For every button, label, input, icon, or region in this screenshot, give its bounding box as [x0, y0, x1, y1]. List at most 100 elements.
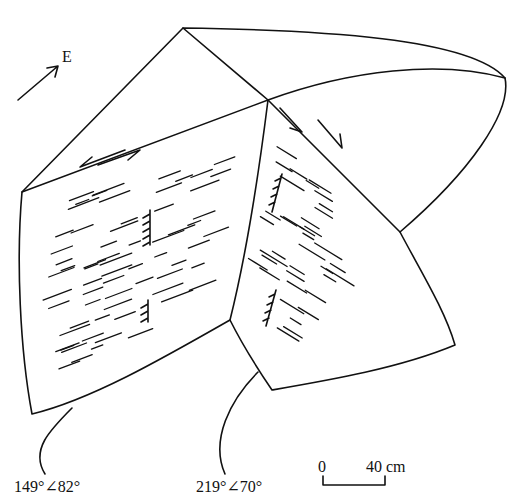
striation [266, 211, 280, 220]
striation [61, 345, 74, 350]
striation [276, 162, 292, 172]
striation [95, 315, 109, 320]
striation [92, 345, 103, 349]
striation [84, 278, 102, 285]
step-mark [141, 300, 148, 322]
striation [260, 250, 287, 266]
striation [277, 147, 296, 159]
striation [104, 276, 124, 284]
striation [129, 241, 140, 245]
scale-bar [323, 476, 385, 485]
direction-arrow [18, 66, 58, 100]
attitude-label: 219°∠70° [196, 478, 262, 496]
striation [249, 259, 268, 271]
attitude-label: 149°∠82° [14, 478, 80, 496]
striation [71, 225, 93, 233]
striation [162, 290, 193, 302]
striation [321, 266, 333, 273]
striation [115, 312, 136, 320]
striation [287, 281, 306, 293]
striation [93, 183, 124, 195]
striation [61, 266, 74, 271]
striation [59, 361, 80, 369]
step-mark [143, 210, 150, 246]
striation [56, 259, 72, 265]
striation [204, 227, 229, 236]
striation [159, 171, 180, 179]
striation [301, 218, 319, 229]
striation [51, 246, 72, 254]
striation [62, 343, 87, 352]
striation [155, 204, 174, 211]
striation [309, 180, 331, 193]
striation [100, 191, 130, 203]
striation [168, 225, 194, 235]
striation [298, 307, 318, 319]
striation [192, 263, 204, 268]
face-edge [230, 100, 268, 320]
direction-label: E [62, 48, 72, 66]
striation [136, 277, 153, 284]
striation [290, 169, 307, 179]
striation [106, 289, 132, 299]
striation [281, 216, 297, 226]
striation [95, 333, 121, 343]
step-mark [263, 290, 276, 326]
top-edge [268, 69, 505, 100]
striation [153, 283, 183, 294]
striation [72, 355, 92, 363]
striation [158, 269, 183, 278]
striation [76, 200, 89, 205]
striation [315, 243, 342, 260]
striation [191, 169, 212, 177]
striation [70, 321, 88, 328]
shear-arrow [280, 108, 302, 132]
striation [60, 324, 90, 335]
striation [272, 251, 285, 259]
striation [324, 275, 336, 282]
striation [191, 180, 219, 191]
striation [290, 318, 301, 325]
striation [82, 333, 103, 341]
striation-lines [43, 147, 354, 369]
striation [299, 244, 325, 260]
striation [121, 218, 137, 224]
striation [189, 280, 216, 290]
step-mark [269, 174, 282, 212]
striation [70, 192, 94, 201]
leader-line [220, 372, 258, 474]
striation [214, 157, 234, 165]
striation [315, 208, 333, 219]
shear-arrow [318, 120, 342, 148]
striation [43, 289, 71, 300]
striation [280, 176, 304, 191]
striation [188, 221, 201, 226]
striation [156, 183, 181, 193]
striation [260, 268, 279, 280]
striation [290, 266, 304, 275]
striation [172, 260, 186, 265]
block-outline [19, 28, 506, 414]
striation [129, 264, 143, 269]
face-edge [22, 100, 400, 232]
striation [86, 300, 101, 306]
striation [155, 253, 167, 257]
leader-line [40, 408, 72, 474]
scale-label: 40 cm [366, 458, 406, 476]
striation [104, 299, 131, 309]
striation [128, 329, 152, 338]
striation [284, 327, 303, 338]
shear-arrow [98, 150, 140, 165]
striation [319, 204, 332, 212]
striation [102, 265, 132, 276]
striation [194, 211, 216, 219]
striation [83, 287, 103, 294]
striation [211, 169, 231, 177]
top-edge [183, 28, 268, 100]
striation [49, 268, 74, 278]
striation [100, 253, 132, 265]
striation [176, 175, 193, 181]
striation [101, 241, 117, 247]
